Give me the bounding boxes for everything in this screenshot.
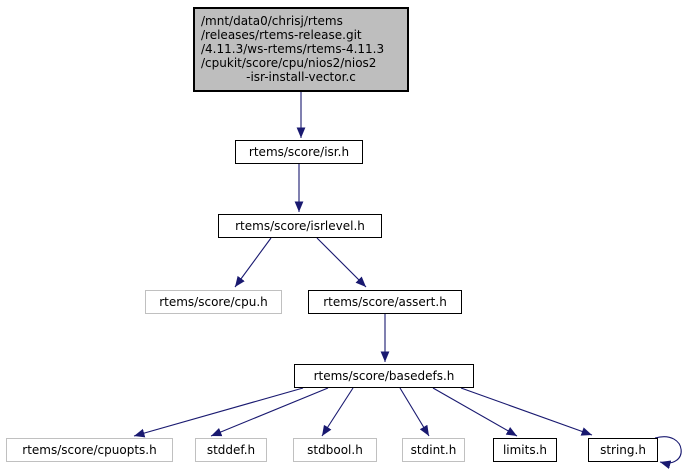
node-isr-h[interactable]: rtems/score/isr.h — [235, 140, 363, 164]
node-cpuopts-h: rtems/score/cpuopts.h — [6, 438, 173, 462]
edge-isrlevel-to-cpu — [234, 237, 272, 288]
main-label-line-5: -isr-install-vector.c — [246, 70, 356, 84]
node-stddef-h: stddef.h — [195, 438, 267, 462]
main-label-line-1: /mnt/data0/chrisj/rtems — [201, 14, 343, 28]
node-main-source-file: /mnt/data0/chrisj/rtems /releases/rtems-… — [193, 7, 409, 92]
edge-basedefs-to-cpuopts — [133, 387, 304, 438]
node-stdbool-h: stdbool.h — [293, 438, 377, 462]
edge-isrlevel-to-assert — [316, 237, 367, 288]
node-cpu-h: rtems/score/cpu.h — [145, 290, 282, 314]
edge-basedefs-to-stddef — [210, 387, 329, 437]
main-label-line-3: /4.11.3/ws-rtems/rtems-4.11.3 — [201, 42, 385, 56]
node-basedefs-h[interactable]: rtems/score/basedefs.h — [294, 364, 474, 388]
main-label-line-2: /releases/rtems-release.git — [201, 28, 362, 42]
edge-basedefs-to-stdint — [399, 387, 430, 437]
node-string-h[interactable]: string.h — [588, 438, 658, 462]
edge-basedefs-to-string — [460, 387, 593, 436]
node-stdint-h: stdint.h — [402, 438, 465, 462]
edge-string-self-loop — [654, 436, 682, 469]
edge-basedefs-to-limits — [432, 387, 518, 437]
edge-basedefs-to-stdbool — [321, 387, 354, 437]
node-isrlevel-h[interactable]: rtems/score/isrlevel.h — [218, 214, 382, 238]
node-assert-h[interactable]: rtems/score/assert.h — [308, 290, 462, 314]
main-label-line-4: /cpukit/score/cpu/nios2/nios2 — [201, 56, 377, 70]
node-limits-h[interactable]: limits.h — [493, 438, 557, 462]
